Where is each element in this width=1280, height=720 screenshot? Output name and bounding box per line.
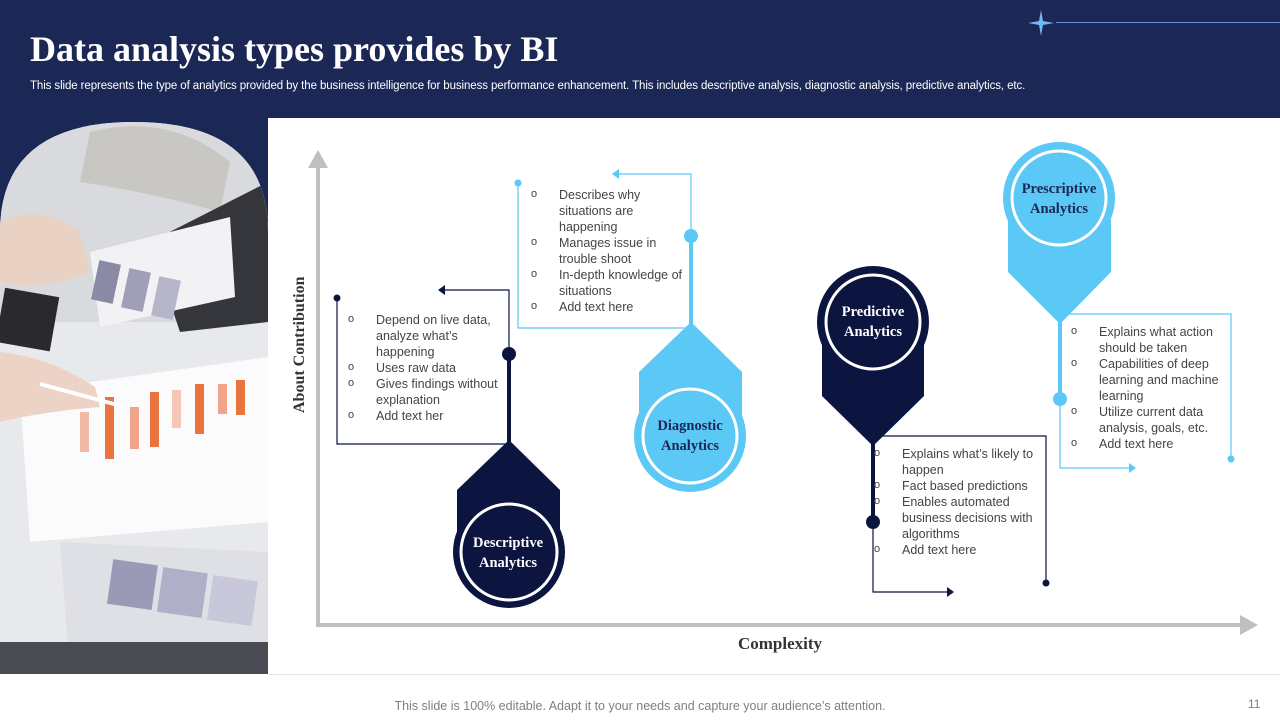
slide-title: Data analysis types provides by BI bbox=[30, 29, 559, 69]
list-item: Describes why situations are happening bbox=[529, 186, 689, 235]
prescriptive-marker bbox=[1003, 142, 1115, 324]
decorative-line bbox=[1056, 22, 1280, 23]
diagnostic-node-label: Diagnostic Analytics bbox=[657, 418, 723, 454]
analytics-stage-diagram bbox=[308, 142, 1258, 635]
x-axis bbox=[316, 615, 1258, 635]
footer-note: This slide is 100% editable. Adapt it to… bbox=[394, 699, 886, 713]
predictive-marker bbox=[817, 266, 929, 446]
list-item: Explains what’s likely to happen bbox=[872, 445, 1044, 478]
list-item: Explains what action should be taken bbox=[1069, 323, 1229, 356]
slide-subtitle: This slide represents the type of analyt… bbox=[30, 80, 1026, 92]
list-item: In-depth knowledge of situations bbox=[529, 266, 689, 299]
list-item: Add text here bbox=[1069, 435, 1229, 452]
predictive-node-label: Predictive Analytics bbox=[841, 304, 905, 340]
list-item: Add text here bbox=[529, 298, 689, 315]
y-axis bbox=[308, 150, 328, 626]
list-item: Add text here bbox=[872, 541, 1044, 558]
list-item: Gives findings without explanation bbox=[346, 375, 508, 408]
y-axis-label: About Contribution bbox=[291, 276, 308, 413]
diagnostic-bullets: Describes why situations are happening M… bbox=[529, 186, 689, 315]
list-item: Add text her bbox=[346, 407, 508, 424]
list-item: Capabilities of deep learning and machin… bbox=[1069, 355, 1229, 404]
descriptive-marker bbox=[453, 440, 565, 608]
diagnostic-marker bbox=[634, 322, 746, 492]
list-item: Uses raw data bbox=[346, 359, 508, 376]
x-axis-label: Complexity bbox=[737, 634, 823, 653]
list-item: Depend on live data, analyze what’s happ… bbox=[346, 311, 508, 360]
predictive-bullets: Explains what’s likely to happen Fact ba… bbox=[872, 445, 1044, 558]
list-item: Utilize current data analysis, goals, et… bbox=[1069, 403, 1229, 436]
header-bar bbox=[0, 0, 1280, 118]
list-item: Manages issue in trouble shoot bbox=[529, 234, 689, 267]
prescriptive-node-label: Prescriptive Analytics bbox=[1021, 181, 1097, 217]
analytics-photo bbox=[0, 122, 268, 674]
page-number: 11 bbox=[1248, 697, 1261, 711]
footer-divider bbox=[268, 674, 1280, 675]
sparkle-star-icon bbox=[1028, 10, 1054, 36]
prescriptive-bullets: Explains what action should be taken Cap… bbox=[1069, 323, 1229, 452]
list-item: Enables automated business decisions wit… bbox=[872, 493, 1044, 542]
descriptive-node-label: Descriptive Analytics bbox=[472, 535, 544, 571]
list-item: Fact based predictions bbox=[872, 477, 1044, 494]
descriptive-bullets: Depend on live data, analyze what’s happ… bbox=[346, 311, 508, 424]
